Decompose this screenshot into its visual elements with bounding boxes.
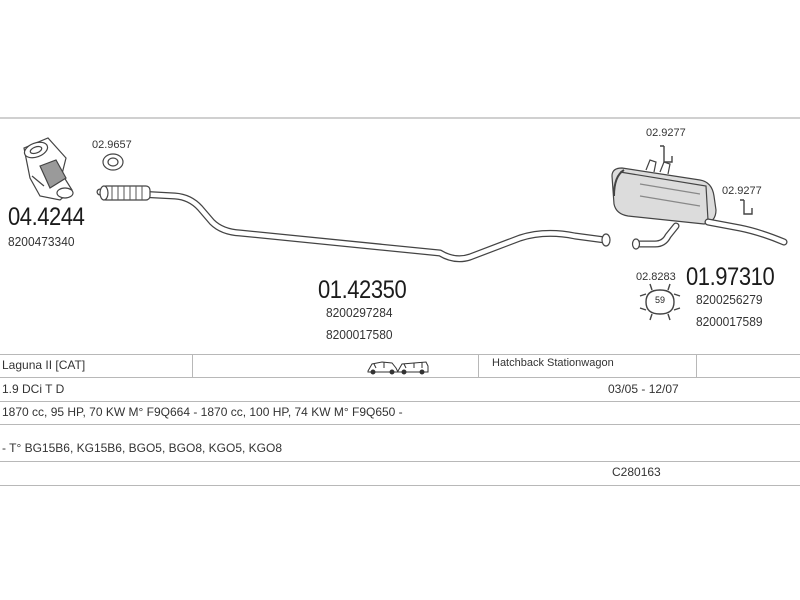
table-border [0,485,800,486]
rear-silencer-icon[interactable] [611,159,788,250]
pipe-clamp-icon[interactable] [639,283,681,321]
oe-number: 8200017580 [326,327,393,342]
table-border [0,461,800,462]
body-types: Hatchback Stationwagon [492,357,614,369]
vehicle-model: Laguna II [CAT] [2,358,86,372]
production-period: 03/05 - 12/07 [608,382,679,396]
table-border [0,377,800,378]
table-border [0,354,800,355]
table-border [0,401,800,402]
engine-specs: 1870 cc, 95 HP, 70 KW M° F9Q664 - 1870 c… [2,405,403,419]
oe-number: 8200256279 [696,292,763,307]
part-code-catalytic-converter: 04.4244 [8,203,85,231]
part-code-clamp: 02.8283 [636,271,676,283]
station-wagon-car-icon [397,361,429,375]
hanger-clip-icon[interactable] [740,199,753,215]
table-divider [192,354,193,377]
hanger-clip-icon[interactable] [660,145,673,163]
table-border [0,424,800,425]
gasket-icon[interactable] [102,153,124,171]
catalytic-converter-icon[interactable] [22,137,74,201]
table-divider [696,354,697,377]
part-code-middle-pipe: 01.42350 [318,276,407,304]
oe-number: 8200473340 [8,234,75,249]
oe-number: 8200017589 [696,314,763,329]
engine: 1.9 DCi T D [2,382,65,396]
catalog-number: C280163 [612,465,661,479]
vehicle-types: - T° BG15B6, KG15B6, BGO5, BGO8, KGO5, K… [2,441,283,455]
table-divider [478,354,479,377]
middle-pipe-icon[interactable] [96,185,611,263]
clamp-badge: 59 [654,295,665,305]
part-code-hanger-clip: 02.9277 [646,127,686,139]
part-code-hanger-clip: 02.9277 [722,185,762,197]
oe-number: 8200297284 [326,305,393,320]
part-code-rear-silencer: 01.97310 [686,263,775,291]
hatchback-car-icon [367,361,399,375]
part-code-gasket: 02.9657 [92,139,132,151]
